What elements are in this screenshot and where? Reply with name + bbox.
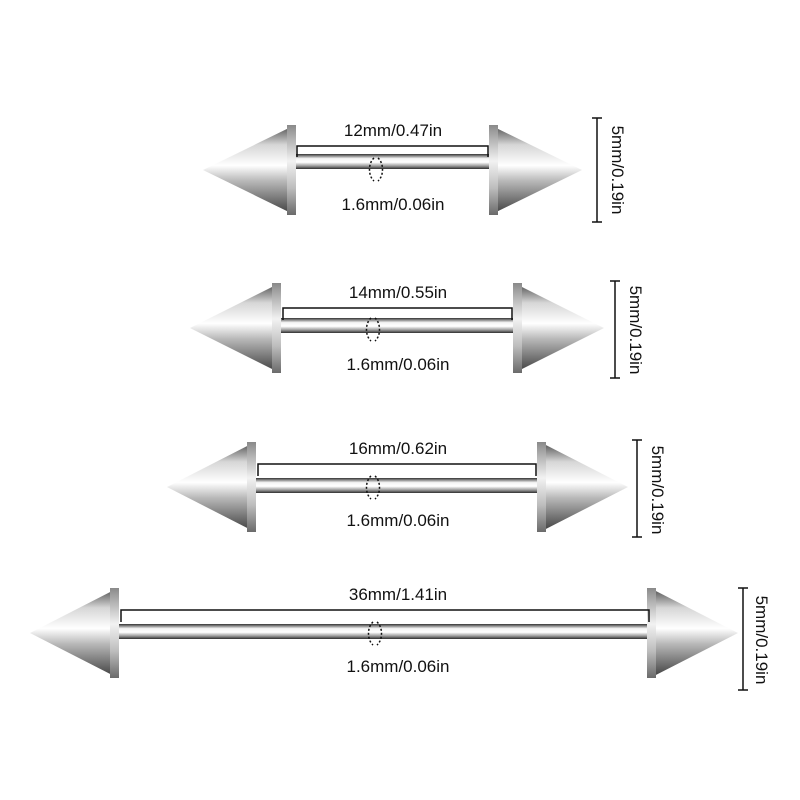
bar-shaft (276, 318, 519, 333)
gauge-marker (365, 475, 381, 500)
ball-height-bracket (610, 280, 620, 379)
left-spike (190, 283, 280, 373)
left-spike (30, 588, 118, 678)
barbell-14mm: 14mm/0.55in 1.6mm/0.06in 5mm/0.19in (190, 280, 645, 379)
barbell-12mm: 12mm/0.47in 1.6mm/0.06in 5mm/0.19in (203, 117, 627, 223)
length-bracket (257, 463, 537, 476)
ball-height-bracket (592, 117, 602, 223)
gauge-marker (367, 621, 383, 646)
right-spike (540, 442, 628, 532)
bar-shaft (290, 154, 495, 169)
length-label: 36mm/1.41in (349, 585, 447, 604)
ball-size-label: 5mm/0.19in (626, 286, 645, 375)
gauge-label: 1.6mm/0.06in (347, 511, 450, 530)
length-label: 14mm/0.55in (349, 283, 447, 302)
length-bracket (120, 609, 650, 622)
length-label: 12mm/0.47in (344, 121, 442, 140)
left-spike (167, 442, 255, 532)
barbell-16mm: 16mm/0.62in 1.6mm/0.06in 5mm/0.19in (167, 439, 667, 538)
right-spike-base (537, 442, 546, 532)
gauge-label: 1.6mm/0.06in (347, 355, 450, 374)
left-spike-base (110, 588, 119, 678)
length-bracket (296, 145, 489, 157)
gauge-marker (365, 317, 381, 342)
ball-size-label: 5mm/0.19in (752, 596, 771, 685)
ball-height-bracket (632, 439, 642, 538)
left-spike-base (272, 283, 281, 373)
gauge-marker (368, 157, 384, 182)
bar-shaft (252, 478, 542, 493)
left-spike-base (287, 125, 296, 215)
length-label: 16mm/0.62in (349, 439, 447, 458)
ball-size-label: 5mm/0.19in (648, 446, 667, 535)
right-spike-base (647, 588, 656, 678)
ball-size-label: 5mm/0.19in (608, 126, 627, 215)
right-spike (514, 283, 604, 373)
gauge-label: 1.6mm/0.06in (342, 195, 445, 214)
left-spike-base (247, 442, 256, 532)
right-spike-base (513, 283, 522, 373)
bar-shaft (112, 624, 657, 639)
right-spike (650, 588, 738, 678)
right-spike-base (489, 125, 498, 215)
ball-height-bracket (738, 587, 748, 691)
left-spike (203, 125, 295, 215)
length-bracket (282, 307, 513, 320)
barbell-36mm: 36mm/1.41in 1.6mm/0.06in 5mm/0.19in (30, 585, 771, 691)
gauge-label: 1.6mm/0.06in (347, 657, 450, 676)
right-spike (490, 125, 582, 215)
